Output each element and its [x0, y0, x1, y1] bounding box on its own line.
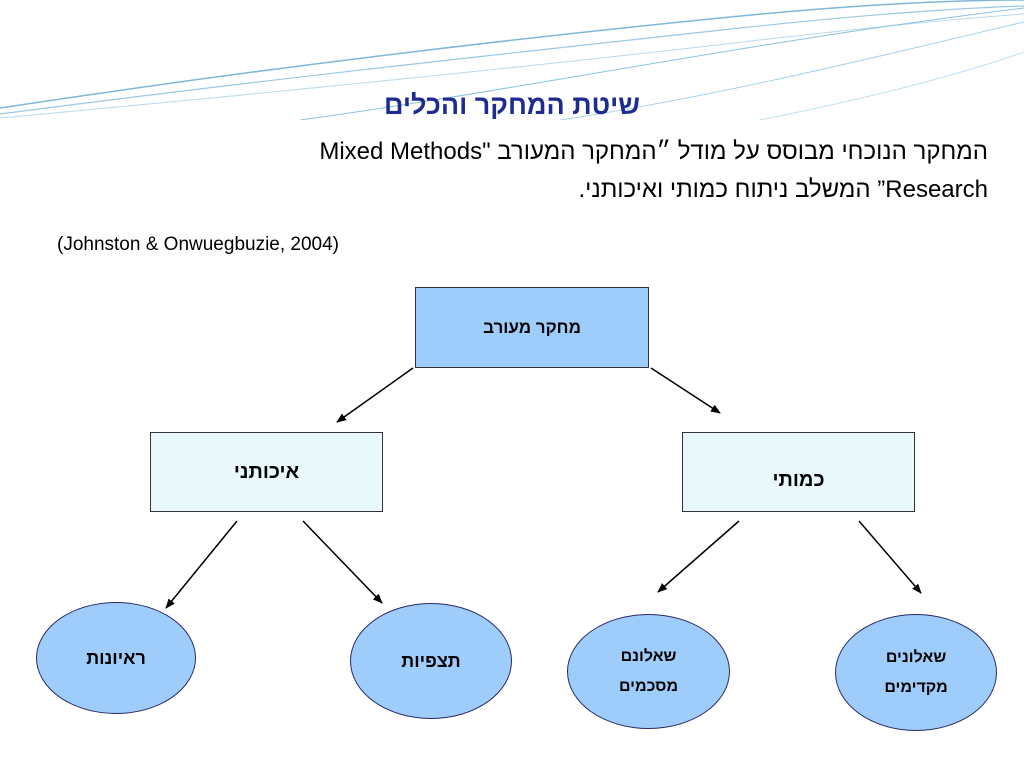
- arrow-root-to-quantitative: [650, 367, 721, 414]
- node-qualitative: איכותני: [150, 432, 383, 512]
- node-quantitative-label: כמותי: [772, 469, 825, 491]
- node-closed-questionnaires-line-1: שאלונם: [620, 647, 677, 665]
- node-closed-questionnaires: שאלונם מסכמים: [567, 614, 730, 729]
- node-quantitative: כמותי: [682, 432, 915, 512]
- node-interviews: ראיונות: [36, 602, 196, 714]
- header-wave-decoration: [0, 0, 1024, 120]
- arrow-root-to-qualitative: [336, 367, 414, 423]
- node-interviews-label: ראיונות: [86, 647, 146, 668]
- citation: (Johnston & Onwuegbuzie, 2004): [57, 234, 340, 255]
- arrow-quantitative-to-pre: [858, 520, 922, 594]
- node-observations-label: תצפיות: [401, 650, 461, 671]
- node-closed-questionnaires-line-2: מסכמים: [618, 677, 679, 695]
- slide-title: שיטת המחקר והכלים: [383, 90, 641, 120]
- arrow-quantitative-to-closed: [657, 520, 740, 593]
- node-pre-questionnaires: שאלונים מקדימים: [835, 614, 997, 731]
- node-observations: תצפיות: [350, 603, 512, 719]
- arrow-qualitative-to-observations: [302, 520, 383, 604]
- node-pre-questionnaires-line-1: שאלונים: [885, 648, 947, 666]
- node-qualitative-label: איכותני: [233, 461, 300, 483]
- node-mixed-research: מחקר מעורב: [415, 287, 649, 368]
- arrow-qualitative-to-interviews: [165, 520, 238, 609]
- intro-line-2: Research” המשלב ניתוח כמותי ואיכותני.: [578, 176, 988, 203]
- node-pre-questionnaires-line-2: מקדימים: [884, 678, 948, 696]
- intro-line-1: המחקר הנוכחי מבוסס על מודל ״המחקר המעורב…: [319, 138, 988, 165]
- node-mixed-research-label: מחקר מעורב: [483, 318, 581, 337]
